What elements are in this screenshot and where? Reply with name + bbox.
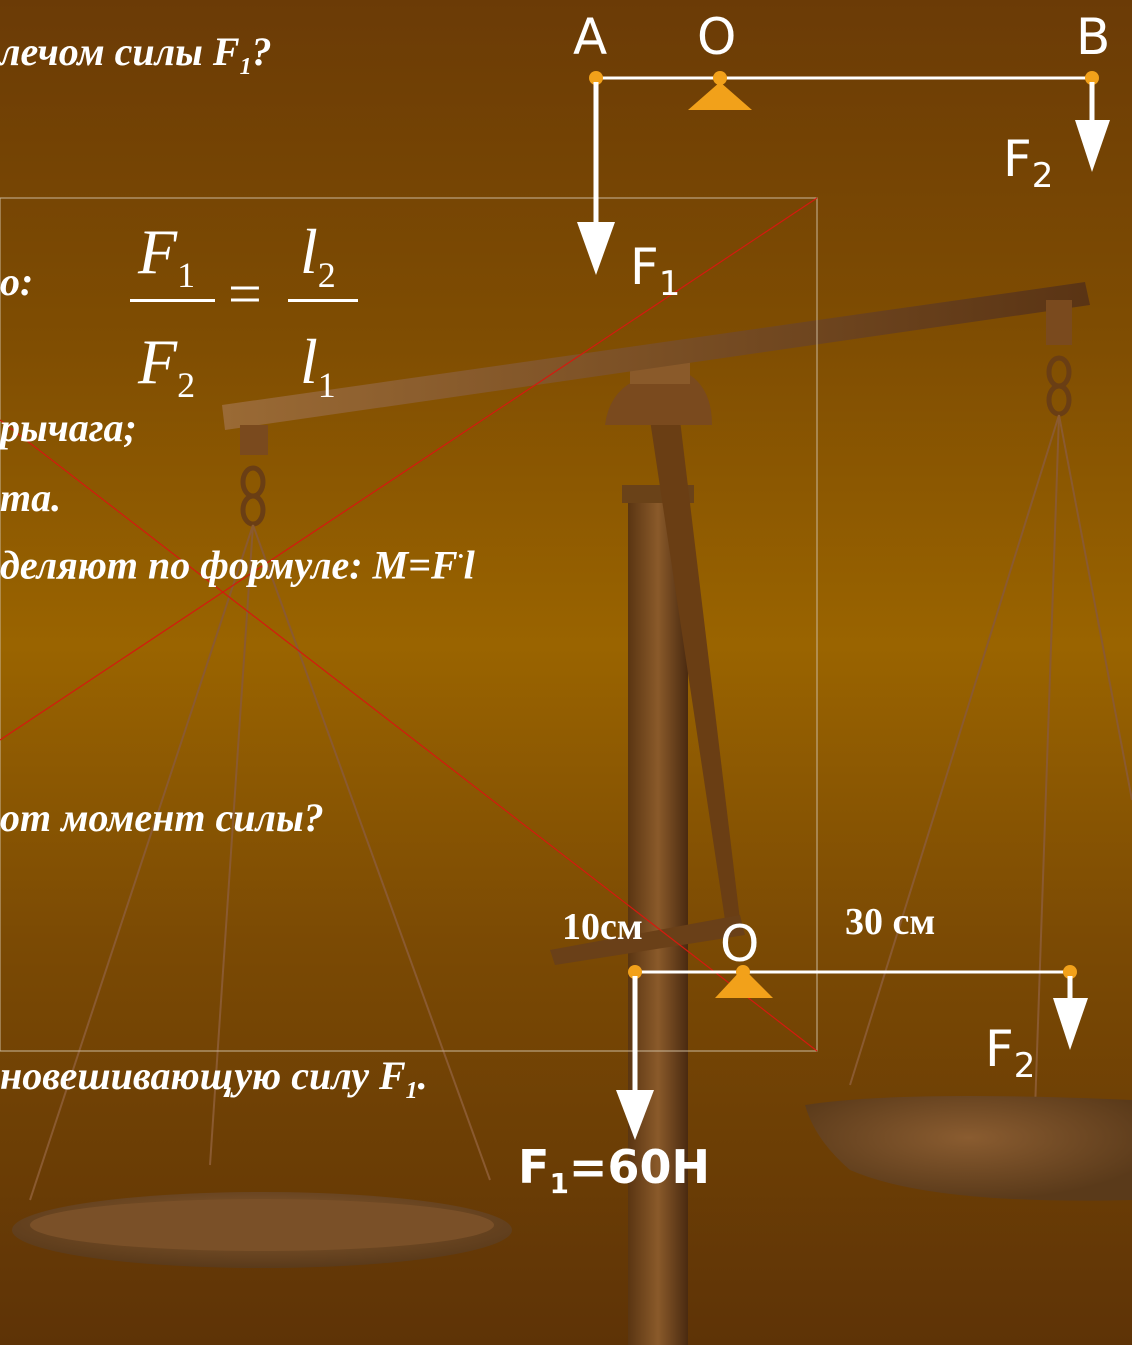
- formula-denominator-right: l1: [300, 325, 336, 406]
- moment-formula-text: деляют по формуле: M=F: [0, 542, 458, 588]
- formula-equals: =: [228, 261, 262, 327]
- formula-f-sub: 2: [177, 364, 196, 405]
- formula-fraction-bar-left: [130, 299, 215, 302]
- question-arm-end: ?: [251, 29, 272, 74]
- top-point-a: [589, 71, 603, 85]
- force1-sub: 1: [658, 264, 681, 304]
- left-hanger-ring-bottom: [240, 493, 266, 527]
- label-point-o-top: O: [697, 8, 737, 66]
- right-hanger-ring-top: [1046, 355, 1072, 389]
- formula-fraction-bar-right: [288, 299, 358, 302]
- scale-beam: [222, 282, 1090, 430]
- force2-sub: 2: [1031, 156, 1054, 196]
- scale-base: [550, 915, 745, 965]
- force1-letter: F: [630, 238, 659, 296]
- force2-letter: F: [1003, 130, 1032, 188]
- left-pan-strings: [29, 524, 491, 1201]
- moment-formula-dot: ·: [457, 544, 464, 570]
- red-diagonal-2: [0, 419, 818, 1052]
- moment-formula-end: l: [463, 542, 475, 588]
- top-lever: [577, 71, 1110, 275]
- question-moment-line: от момент силы?: [0, 795, 324, 840]
- force2-sub: 2: [1013, 1046, 1036, 1086]
- label-force1-top: F1: [630, 238, 680, 304]
- red-diagonal-1: [0, 197, 818, 741]
- rule-intro-text: о:: [0, 259, 34, 304]
- bottom-force2-arrowhead: [1053, 998, 1088, 1050]
- bottom-force1-arrowhead: [616, 1090, 654, 1140]
- bottom-point-left: [628, 965, 642, 979]
- scale-pointer: [650, 420, 740, 920]
- formula-l-sub: 2: [317, 254, 336, 295]
- top-force1-arrowhead: [577, 222, 615, 275]
- label-force2-top: F2: [1003, 130, 1053, 196]
- formula-numerator-left: F1: [138, 215, 195, 296]
- bottom-pivot-triangle: [715, 968, 773, 998]
- top-point-o: [713, 71, 727, 85]
- left-pan-rim: [30, 1199, 494, 1251]
- arm-right-length: 30 см: [845, 901, 936, 943]
- label-force2-bottom: F2: [985, 1020, 1035, 1086]
- moment-list-item: ma.: [0, 475, 62, 520]
- formula-f: F: [138, 216, 178, 287]
- right-pan-strings: [849, 414, 1132, 1111]
- top-force2-arrowhead: [1075, 120, 1110, 172]
- top-pivot-triangle: [688, 82, 752, 110]
- label-force1-value: F1=60Н: [518, 1140, 710, 1200]
- question-arm-line: лечом силы F1?: [0, 29, 272, 80]
- formula-f: F: [138, 326, 178, 397]
- bottom-point-o: [736, 965, 750, 979]
- right-hanger-ring-bottom: [1046, 383, 1072, 417]
- formula-l: l: [300, 326, 318, 397]
- lever-balance-formula: F1 F2 = l2 l1: [120, 215, 365, 415]
- force1-value: =60Н: [568, 1140, 710, 1194]
- formula-l-sub: 1: [317, 364, 336, 405]
- bottom-lever: [616, 965, 1088, 1140]
- task-balance-sub: 1: [405, 1078, 418, 1104]
- question-arm-sub: 1: [239, 54, 252, 80]
- force1-sub: 1: [549, 1167, 569, 1201]
- scale-pivot-cap: [605, 375, 712, 425]
- arm-left-length: 10см: [562, 906, 643, 948]
- lever-list-item: рычага;: [0, 405, 137, 450]
- formula-f-sub: 1: [177, 254, 196, 295]
- formula-denominator-left: F2: [138, 325, 195, 406]
- force1-letter: F: [518, 1140, 550, 1194]
- label-point-o-bottom: O: [720, 915, 760, 973]
- task-balance-line: новешивающую силу F1.: [0, 1053, 428, 1104]
- right-pan: [805, 1096, 1132, 1201]
- formula-numerator-right: l2: [300, 215, 336, 296]
- scale-post: [628, 490, 688, 1345]
- task-balance-end: .: [417, 1053, 428, 1098]
- formula-l: l: [300, 216, 318, 287]
- moment-formula-line: деляют по формуле: M=F·l: [0, 545, 475, 585]
- right-hanger: [1046, 300, 1072, 345]
- placeholder-frame: [0, 197, 818, 1052]
- label-point-a: A: [573, 8, 608, 66]
- top-point-b: [1085, 71, 1099, 85]
- force2-letter: F: [985, 1020, 1014, 1078]
- left-hanger: [240, 425, 268, 455]
- label-point-b: B: [1076, 8, 1111, 66]
- bottom-point-right: [1063, 965, 1077, 979]
- task-balance-text: новешивающую силу F: [0, 1053, 406, 1098]
- left-hanger-ring-top: [240, 465, 266, 499]
- question-arm-text: лечом силы F: [0, 29, 240, 74]
